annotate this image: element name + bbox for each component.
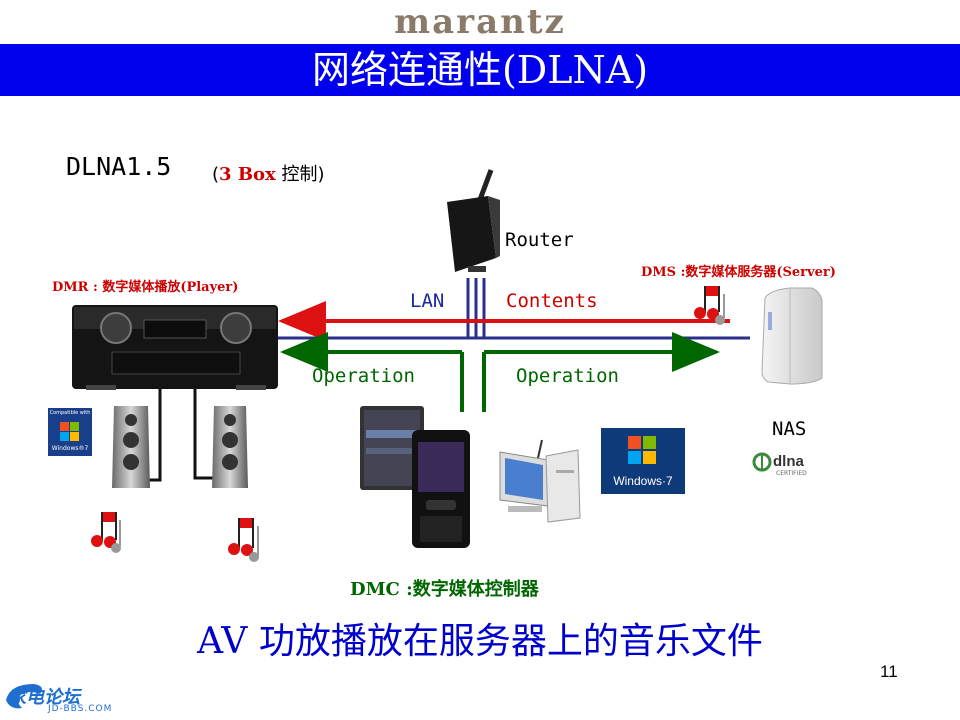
slide-caption: AV 功放播放在服务器上的音乐文件 [197, 621, 763, 662]
router-label: Router [505, 229, 574, 251]
page-number: 11 [880, 662, 898, 681]
title-bar: 网络连通性(DLNA) [0, 44, 960, 96]
music-note-icon-server [694, 286, 725, 325]
dlna-certified-icon [752, 452, 772, 472]
speaker-right [212, 406, 248, 488]
operation-label-left: Operation [312, 365, 415, 387]
phone-device [412, 430, 470, 548]
footer-logo-text: 家电论坛 [8, 687, 80, 708]
router-device [447, 169, 500, 272]
dms-label: DMS :数字媒体服务器(Server) [641, 265, 836, 280]
dlna-logo-sub-text: CERTIFIED [776, 470, 807, 477]
nas-label: NAS [772, 418, 807, 440]
speaker-cables [145, 389, 214, 482]
windows7-text: Windows·7 [613, 474, 673, 488]
dmr-label: DMR : 数字媒体播放(Player) [52, 280, 239, 295]
lan-vertical-lines [466, 278, 486, 338]
contents-label: Contents [506, 290, 598, 312]
speaker-left [112, 406, 150, 488]
nas-device [761, 287, 823, 385]
box-control-note: (3 Box 控制) [212, 160, 325, 186]
av-receiver-device [72, 305, 278, 390]
footer-logo-icon [6, 684, 42, 709]
windows7-badge [48, 408, 92, 456]
dlna-version-label: DLNA1.5 [66, 152, 172, 181]
footer-logo-sub: JD-BBS.COM [48, 704, 113, 714]
operation-label-right: Operation [516, 365, 619, 387]
dmc-label: DMC :数字媒体控制器 [350, 579, 539, 600]
operation-lines [280, 332, 720, 412]
box-note-highlight: 3 Box [219, 164, 276, 185]
windows7-logo [601, 428, 685, 494]
page-title: 网络连通性(DLNA) [311, 48, 649, 92]
pc-device [499, 439, 581, 523]
dlna-logo-text: dlna [773, 453, 804, 470]
box-note-rest: 控制) [275, 164, 325, 185]
win-badge-top-text: Compatible with [49, 410, 91, 416]
lan-label: LAN [410, 290, 445, 312]
media-player-device [360, 406, 424, 490]
win-badge-bottom-text: Windows®7 [51, 445, 89, 452]
box-note-open: ( [212, 164, 220, 185]
music-note-icon-left [91, 512, 121, 553]
brand-logo: marantz [394, 2, 566, 42]
music-note-icon-right [228, 518, 259, 562]
